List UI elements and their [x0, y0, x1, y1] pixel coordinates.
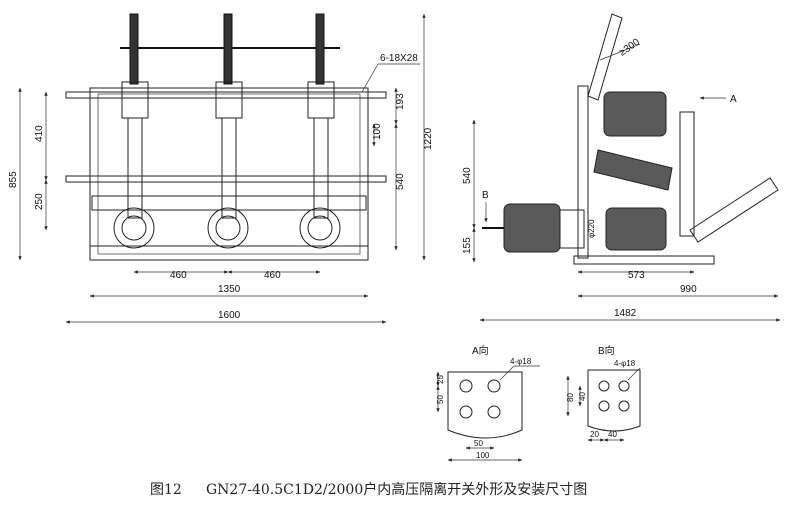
detail-a-25: 25: [436, 375, 445, 384]
dim-573: 573: [628, 270, 645, 281]
pole-2-insulator-disc: [207, 207, 249, 249]
detail-a-hole-2: [487, 379, 501, 393]
pole-3-insulator-disc: [299, 207, 341, 249]
pole-2: [207, 13, 249, 249]
detail-a-hole-1: [459, 379, 473, 393]
pole-3: [299, 13, 341, 249]
dim-410: 410: [34, 125, 45, 142]
detail-b-title: B向: [598, 344, 615, 357]
pole-1-insulator-core: [121, 215, 147, 241]
pole-1-blade: [127, 117, 143, 219]
side-frame-post: [577, 85, 589, 259]
detail-b-hole-1: [598, 380, 610, 392]
side-handle: [587, 13, 623, 101]
detail-b-plate: [587, 369, 641, 432]
front-frame: [89, 87, 369, 261]
top-rail: [65, 91, 387, 99]
dim-1220: 1220: [423, 127, 434, 150]
pole-2-blade: [221, 117, 237, 219]
detail-a-100: 100: [476, 451, 490, 460]
side-bottom-insulator-left: [503, 203, 561, 253]
dim-250: 250: [34, 193, 45, 210]
detail-b-hole-2: [618, 380, 630, 392]
detail-b-hole-4: [618, 400, 630, 412]
side-top-insulator: [603, 91, 667, 137]
dim-1600: 1600: [218, 310, 241, 321]
dim-193: 193: [395, 93, 406, 110]
dim-540-side: 540: [462, 167, 473, 184]
pole-3-top-insulator: [315, 13, 325, 85]
middle-rail: [65, 175, 387, 183]
pole-1-insulator-disc: [113, 207, 155, 249]
detail-b-leader: [627, 367, 641, 381]
detail-a-leader: [499, 365, 515, 381]
side-contact-arm: [679, 111, 695, 237]
detail-b-80: 80: [566, 393, 575, 402]
side-view: ≥300 A B φ220 540 155 573 990 1482: [462, 13, 781, 322]
dim-460-a: 460: [170, 270, 187, 281]
pole-3-blade: [313, 117, 329, 219]
detail-b-hole-3: [598, 400, 610, 412]
dim-100: 100: [372, 123, 383, 140]
holes-note: 6-18X28: [380, 53, 418, 64]
detail-b-holes: 4-φ18: [614, 359, 636, 368]
side-diagonal-insulator: [593, 149, 673, 191]
diameter-label: φ220: [587, 219, 596, 238]
detail-a-hole-3: [459, 405, 473, 419]
dim-1350: 1350: [218, 284, 241, 295]
dim-1482: 1482: [614, 308, 637, 319]
dim-540-front: 540: [395, 173, 406, 190]
detail-a-holes: 4-φ18: [510, 357, 532, 366]
side-open-blade: [689, 177, 779, 243]
pole-1: [113, 13, 155, 249]
detail-a-50-h: 50: [474, 439, 483, 448]
pole-1-top-insulator: [129, 13, 139, 85]
base-plate: [89, 245, 369, 261]
dim-990: 990: [680, 284, 697, 295]
detail-b-20: 20: [590, 430, 599, 439]
caption: 图12 GN27-40.5C1D2/2000户内高压隔离开关外形及安装尺寸图: [150, 481, 587, 498]
detail-a-plate: [447, 371, 523, 439]
clearance-leader: [599, 43, 641, 61]
side-base: [573, 255, 715, 265]
label-a: A: [730, 94, 737, 105]
label-b: B: [482, 190, 489, 201]
side-bottom-insulator-right: [605, 207, 667, 251]
pole-2-top-insulator: [223, 13, 233, 85]
dim-155: 155: [462, 237, 473, 254]
holes-leader: [361, 63, 379, 93]
front-frame-inner: [97, 93, 361, 255]
detail-a-title: A向: [472, 344, 489, 357]
pole-2-contact-head: [215, 81, 243, 119]
dim-855: 855: [8, 171, 19, 188]
figure-number: 图12: [150, 482, 182, 498]
pole-3-insulator-core: [307, 215, 333, 241]
lower-rail: [91, 195, 367, 211]
clearance-label: ≥300: [617, 36, 642, 58]
detail-b-40-h: 40: [608, 430, 617, 439]
detail-b-40-v: 40: [578, 392, 587, 401]
front-view: 6-18X28 193 100 540 1220 855 410 250 460…: [8, 13, 434, 324]
pole-2-insulator-core: [215, 215, 241, 241]
pole-1-contact-head: [121, 81, 149, 119]
figure-title: GN27-40.5C1D2/2000户内高压隔离开关外形及安装尺寸图: [206, 481, 587, 498]
detail-a: A向 4-φ18 25 50 50 100: [436, 344, 540, 462]
detail-a-50-v: 50: [436, 395, 445, 404]
side-bushing: [559, 209, 585, 249]
detail-b: B向 4-φ18 80 40 20 40: [566, 344, 641, 442]
detail-a-hole-4: [487, 405, 501, 419]
dim-460-b: 460: [264, 270, 281, 281]
pole-3-contact-head: [307, 81, 335, 119]
